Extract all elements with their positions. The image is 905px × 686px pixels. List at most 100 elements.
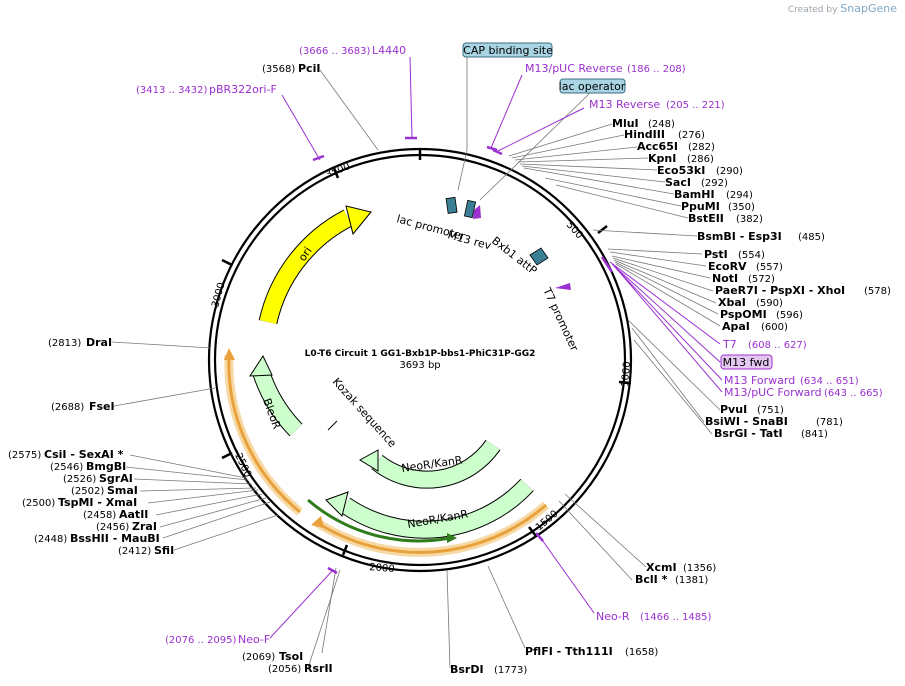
enzyme-bamhi: BamHI bbox=[674, 188, 715, 201]
enzyme-kpni: KpnI bbox=[648, 152, 676, 165]
pos-paer7i: (578) bbox=[864, 286, 891, 297]
pos-ppumi: (350) bbox=[728, 202, 755, 213]
primer-m13puc-forward: M13/pUC Forward bbox=[724, 386, 822, 399]
lac-operator-callout-label: lac operator bbox=[559, 80, 626, 93]
enzyme-bsteii: BstEII bbox=[688, 212, 724, 225]
enzyme-psti: PstI bbox=[704, 248, 728, 261]
pos-xbai: (590) bbox=[756, 298, 783, 309]
pos-bcli: (1381) bbox=[675, 575, 708, 586]
pos-ecorv: (557) bbox=[756, 262, 783, 273]
primer-m13-forward-range: (634 .. 651) bbox=[800, 376, 859, 387]
enzyme-bsrdi: BsrDI bbox=[450, 663, 484, 676]
enzyme-bsrgi-tati: BsrGI - TatI bbox=[714, 427, 783, 440]
primer-lines bbox=[269, 56, 723, 639]
pos-bsiwi: (781) bbox=[816, 417, 843, 428]
primer-pbr322ori-f-range: (3413 .. 3432) bbox=[136, 85, 208, 96]
enzyme-zrai: ZraI bbox=[132, 520, 157, 533]
enzyme-bmgbi: BmgBI bbox=[86, 460, 126, 473]
primer-m13-reverse-range: (205 .. 221) bbox=[666, 100, 725, 111]
pos-pvui: (751) bbox=[757, 405, 784, 416]
orange-arc-left-head bbox=[224, 348, 235, 360]
cap-binding-label: CAP binding site bbox=[463, 44, 553, 57]
pos-tspmi: (2500) bbox=[22, 498, 55, 509]
enzyme-sfii: SfiI bbox=[154, 544, 174, 557]
enzyme-mlui: MluI bbox=[612, 117, 639, 130]
green-orf-head bbox=[447, 533, 457, 543]
enzyme-bsmbi-esp3i: BsmBI - Esp3I bbox=[697, 230, 782, 243]
t7-marker bbox=[555, 283, 571, 290]
pos-acc65i: (282) bbox=[688, 142, 715, 153]
lac-operator-box bbox=[445, 196, 458, 214]
enzyme-saci: SacI bbox=[665, 176, 691, 189]
ori-arrow-head bbox=[345, 205, 372, 236]
pos-smai: (2502) bbox=[71, 486, 104, 497]
enzyme-pvui: PvuI bbox=[720, 403, 747, 416]
pos-eco53ki: (290) bbox=[716, 166, 743, 177]
pos-bmgbi: (2546) bbox=[50, 462, 83, 473]
orange-arc-outer bbox=[315, 503, 547, 554]
pos-apai: (600) bbox=[761, 322, 788, 333]
feature-t7-promoter-label: T7 promoter bbox=[540, 285, 581, 354]
primer-m13-forward: M13 Forward bbox=[724, 374, 795, 387]
enzyme-ppumi: PpuMI bbox=[681, 200, 720, 213]
enzyme-acc65i: Acc65I bbox=[637, 140, 678, 153]
pos-hindiii: (276) bbox=[678, 130, 705, 141]
pos-tsoi: (2069) bbox=[242, 652, 275, 663]
kozak-mark bbox=[327, 420, 338, 431]
pos-pcii: (3568) bbox=[262, 64, 295, 75]
bxb1-attp-box bbox=[529, 247, 549, 266]
pos-kpni: (286) bbox=[687, 154, 714, 165]
pos-xcmi: (1356) bbox=[683, 563, 716, 574]
pos-mlui: (248) bbox=[648, 119, 675, 130]
enzyme-pcii: PciI bbox=[298, 62, 320, 75]
enzyme-bsiwi-snabi: BsiWI - SnaBI bbox=[705, 415, 788, 428]
pos-bsrdi: (1773) bbox=[494, 665, 527, 676]
feature-m13rev-label: M13 rev bbox=[446, 228, 493, 252]
primer-neo-f-range: (2076 .. 2095) bbox=[165, 635, 237, 646]
primer-m13puc-reverse-range: (186 .. 208) bbox=[627, 64, 686, 75]
enzyme-bsshii-maubi: BssHII - MauBI bbox=[70, 532, 160, 545]
primer-neo-f: Neo-F bbox=[238, 633, 270, 646]
pos-drai: (2813) bbox=[48, 338, 81, 349]
enzyme-smai: SmaI bbox=[107, 484, 138, 497]
enzyme-tspmi-xmai: TspMI - XmaI bbox=[58, 496, 137, 509]
pos-bsrgi: (841) bbox=[801, 429, 828, 440]
pos-noti: (572) bbox=[748, 274, 775, 285]
leader-lines bbox=[111, 57, 721, 669]
m13fwd-label: M13 fwd bbox=[723, 356, 770, 369]
credit-prefix: Created by bbox=[787, 5, 838, 15]
feature-kozak-label: Kozak sequence bbox=[330, 375, 399, 450]
enzyme-xcmi: XcmI bbox=[646, 561, 677, 574]
primer-pbr322ori-f: pBR322ori-F bbox=[209, 83, 277, 96]
pos-bsshii: (2448) bbox=[34, 534, 67, 545]
enzyme-aatii: AatII bbox=[119, 508, 148, 521]
green-orf-line bbox=[307, 498, 451, 543]
enzyme-pflfi-tth111i: PflFI - Tth111I bbox=[525, 645, 613, 658]
enzyme-ecorv: EcoRV bbox=[708, 260, 747, 273]
primer-t7: T7 bbox=[722, 338, 737, 351]
primer-t7-range: (608 .. 627) bbox=[748, 340, 807, 351]
pos-saci: (292) bbox=[701, 178, 728, 189]
primer-neo-r: Neo-R bbox=[596, 610, 630, 623]
tick-label-1000: 1000 bbox=[620, 361, 633, 387]
cap-binding-box bbox=[462, 42, 553, 58]
neor-inner-arrow bbox=[371, 440, 500, 488]
bleor-arrow bbox=[253, 369, 302, 436]
pos-pflfi: (1658) bbox=[625, 647, 658, 658]
neor-inner-head bbox=[359, 449, 379, 472]
enzyme-rsrii: RsrII bbox=[304, 662, 333, 675]
primer-l4440-range: (3666 .. 3683) bbox=[299, 46, 371, 57]
primer-l4440: L4440 bbox=[372, 44, 406, 57]
snapgene-credit: Created by SnapGene bbox=[788, 2, 897, 15]
pos-sgrai: (2526) bbox=[63, 474, 96, 485]
enzyme-tsoi: TsoI bbox=[279, 650, 303, 663]
pos-bamhi: (294) bbox=[726, 190, 753, 201]
enzyme-fsei: FseI bbox=[89, 400, 115, 413]
enzyme-bcli: BclI * bbox=[635, 573, 668, 586]
bleor-arrow-head bbox=[249, 354, 273, 377]
pos-pspomi: (596) bbox=[776, 310, 803, 321]
pos-bsmbi-esp3i: (485) bbox=[798, 232, 825, 243]
enzyme-hindiii: HindIII bbox=[624, 128, 665, 141]
orange-arc-outer-head bbox=[311, 516, 324, 528]
